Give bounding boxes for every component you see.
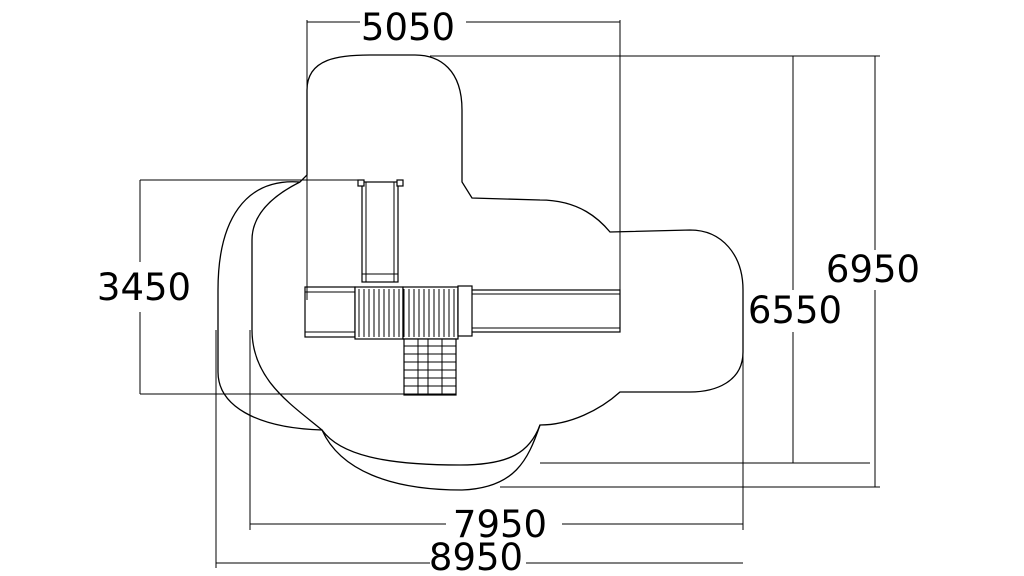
play-equipment xyxy=(304,179,621,396)
right-slide xyxy=(457,289,621,333)
dim-top-width: 5050 xyxy=(361,6,455,49)
left-slide xyxy=(304,286,356,338)
inner-safety-zone xyxy=(251,54,744,466)
upper-slide xyxy=(361,181,399,283)
dim-right-outer-height: 6950 xyxy=(826,248,920,291)
platform-deck-right xyxy=(402,286,459,340)
dim-right-inner-height: 6550 xyxy=(748,289,842,332)
dim-bottom-outer-width: 8950 xyxy=(429,536,523,576)
dim-bottom-inner-width: 7950 xyxy=(453,503,547,546)
dim-left-height: 3450 xyxy=(97,266,191,309)
dimension-lines xyxy=(139,20,880,568)
ladder xyxy=(403,338,457,396)
